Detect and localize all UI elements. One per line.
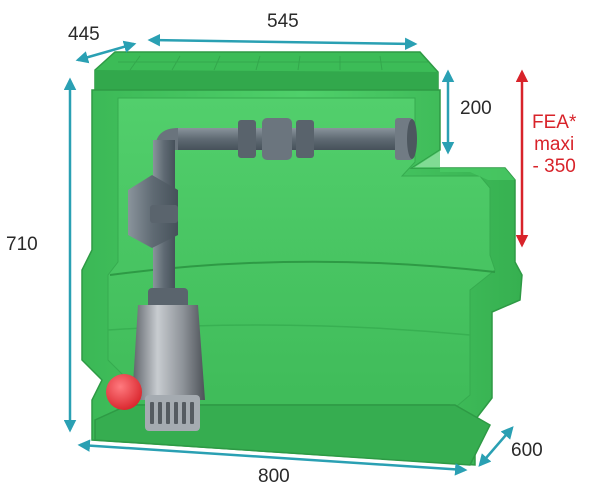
fea-line-2: maxi: [534, 134, 575, 155]
dim-line-top-depth: [75, 40, 137, 64]
submersible-pump: [106, 288, 205, 431]
discharge-pipe: [128, 118, 417, 290]
label-top-depth: 445: [68, 24, 100, 45]
label-base-width: 800: [258, 466, 290, 487]
dim-line-top-width: [147, 33, 418, 51]
fea-line-3: - 350: [532, 156, 576, 177]
label-outlet-height: 200: [460, 98, 492, 119]
fea-label: FEA* maxi - 350: [532, 112, 576, 178]
float-cap: [106, 374, 142, 410]
label-base-depth: 600: [511, 440, 543, 461]
label-total-height: 710: [6, 234, 38, 255]
dim-line-base-depth: [478, 426, 514, 467]
dimension-lines: [63, 33, 514, 476]
label-top-width: 545: [267, 11, 299, 32]
fea-line-1: FEA*: [532, 112, 577, 133]
dim-line-base-width: [77, 439, 468, 476]
